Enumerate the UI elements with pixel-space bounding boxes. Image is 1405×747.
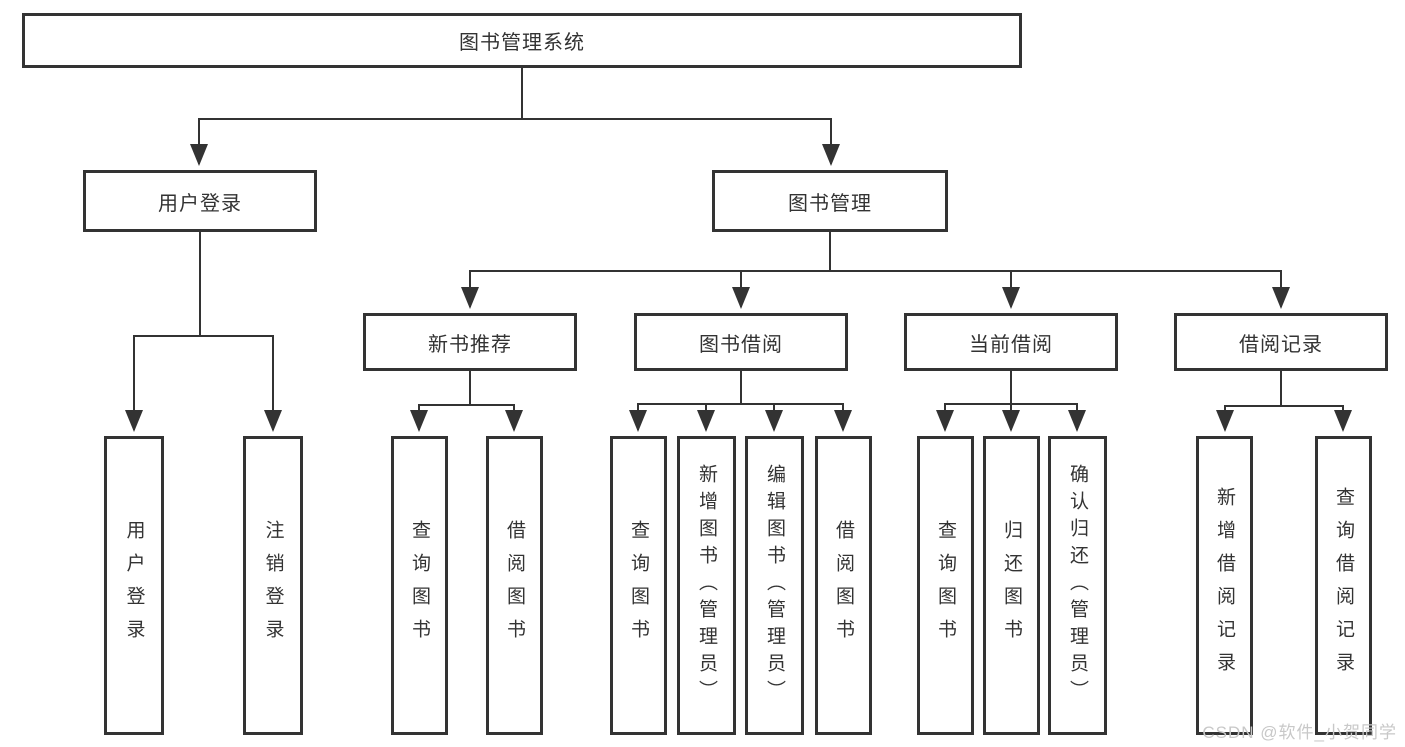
node-borrow-records: 借阅记录 [1174,313,1388,371]
node-label: 图书管理 [788,192,872,215]
node-label: 图书管理系统 [459,32,585,54]
node-label: 用户登录 [158,192,242,215]
connector-root-to-level2 [190,68,840,166]
node-label: 查询图书 [935,519,956,652]
leaf-borrow-books-2: 借阅图书 [815,436,872,735]
node-book-borrow: 图书借阅 [634,313,848,371]
node-root-library-system: 图书管理系统 [22,13,1022,68]
node-label: 借阅图书 [833,519,854,652]
csdn-watermark: CSDN @软件_小贺同学 [1202,723,1397,742]
leaf-add-borrow-record: 新增借阅记录 [1196,436,1253,735]
node-label: 新增借阅记录 [1214,486,1235,685]
leaf-query-borrow-record: 查询借阅记录 [1315,436,1372,735]
node-label: 当前借阅 [969,333,1053,356]
node-label: 新书推荐 [428,333,512,356]
node-label: 查询图书 [409,519,430,652]
connector-user-login-to-leaves [125,232,282,432]
leaf-query-books-3: 查询图书 [917,436,974,735]
leaf-query-books-2: 查询图书 [610,436,667,735]
leaf-return-books: 归还图书 [983,436,1040,735]
node-label: 借阅记录 [1239,333,1323,356]
node-label: 归还图书 [1001,519,1022,652]
node-book-management: 图书管理 [712,170,948,232]
node-label: 编辑图书（管理员） [764,464,785,707]
leaf-edit-books-admin: 编辑图书（管理员） [745,436,804,735]
connector-new-book-to-leaves [410,371,523,432]
node-new-book-recommend: 新书推荐 [363,313,577,371]
leaf-user-login: 用户登录 [104,436,164,735]
node-label: 新增图书（管理员） [696,464,717,707]
node-label: 查询借阅记录 [1333,486,1354,685]
leaf-add-books-admin: 新增图书（管理员） [677,436,736,735]
connector-current-borrow-to-leaves [936,371,1086,432]
node-label: 图书借阅 [699,333,783,356]
node-label: 查询图书 [628,519,649,652]
leaf-logout: 注销登录 [243,436,303,735]
node-label: 借阅图书 [504,519,525,652]
connector-book-mgmt-to-level3 [461,232,1290,309]
leaf-confirm-return-admin: 确认归还（管理员） [1048,436,1107,735]
leaf-query-books-1: 查询图书 [391,436,448,735]
node-label: 确认归还（管理员） [1067,464,1088,707]
node-label: 注销登录 [262,519,284,652]
node-current-borrow: 当前借阅 [904,313,1118,371]
node-user-login-group: 用户登录 [83,170,317,232]
node-label: 用户登录 [123,519,145,652]
connector-borrow-records-to-leaves [1216,371,1352,432]
connector-book-borrow-to-leaves [629,371,852,432]
leaf-borrow-books-1: 借阅图书 [486,436,543,735]
